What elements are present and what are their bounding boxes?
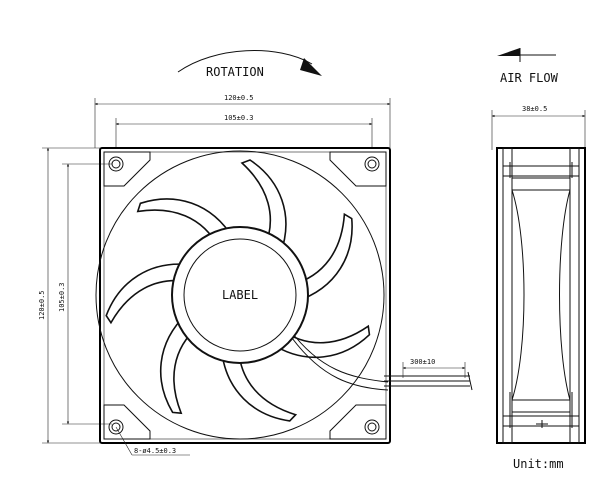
dim-overall-width-text: 120±0.5 (224, 94, 254, 102)
fan-blade (105, 263, 193, 325)
dimension-overall-width: 120±0.5 (94, 94, 391, 148)
hub-label: LABEL (222, 288, 258, 302)
fan-blade (220, 345, 298, 422)
fan-blade (240, 159, 287, 257)
air-flow-indicator: AIR FLOW (497, 48, 559, 85)
dimension-overall-height: 120±0.5 (38, 147, 100, 444)
dim-overall-height-text: 120±0.5 (38, 290, 46, 320)
fan-side-view: 38±0.5 Unit:mm (491, 105, 586, 471)
rotation-label: ROTATION (206, 65, 264, 79)
fan-front-view: LABEL (95, 147, 473, 444)
lead-wires (384, 371, 473, 391)
fan-frame-outer (99, 147, 391, 444)
mount-holes-callout: 8-ø4.5±0.3 (115, 426, 190, 456)
rotation-arc (177, 50, 313, 73)
mount-hole-top-right (329, 151, 387, 187)
dim-hole-spacing-v-text: 105±0.3 (58, 282, 66, 312)
mount-hole-top-left (103, 151, 151, 187)
dimension-hole-spacing-h: 105±0.3 (115, 114, 373, 148)
fan-bore (95, 150, 385, 440)
unit-label: Unit:mm (513, 457, 564, 471)
air-flow-arrowhead (497, 48, 520, 56)
mount-holes-text: 8-ø4.5±0.3 (134, 447, 176, 455)
rotation-arrowhead (300, 58, 322, 76)
rotation-indicator: ROTATION (177, 50, 322, 79)
air-flow-label: AIR FLOW (500, 71, 559, 85)
mount-hole-bottom-right (329, 404, 387, 440)
dim-lead-length-text: 300±10 (410, 358, 435, 366)
dim-depth-text: 38±0.5 (522, 105, 547, 113)
fan-blade (160, 312, 200, 415)
dim-hole-spacing-h-text: 105±0.3 (224, 114, 254, 122)
fan-blade (269, 324, 371, 359)
side-frame-outer (496, 147, 586, 444)
fan-hub-inner (183, 238, 297, 352)
dimension-lead-length: 300±10 (402, 358, 466, 378)
mount-hole-bottom-left (103, 404, 151, 440)
fan-struts (289, 329, 389, 391)
